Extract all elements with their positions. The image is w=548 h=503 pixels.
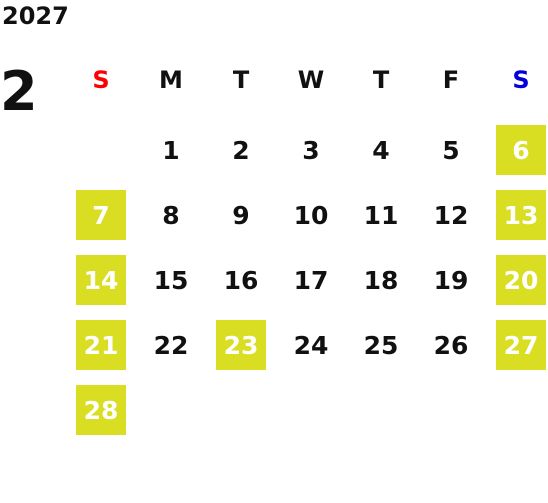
- day-cell: 17: [276, 251, 346, 316]
- day-cell: 22: [136, 316, 206, 381]
- day-cell: 4: [346, 121, 416, 186]
- day-cell: 20: [486, 251, 548, 316]
- day-number: 21: [76, 320, 126, 370]
- day-cell: 21: [66, 316, 136, 381]
- day-cell: 1: [136, 121, 206, 186]
- weekday-header-fri: F: [442, 66, 460, 94]
- day-number: 16: [223, 265, 259, 295]
- day-cell: [276, 381, 346, 446]
- day-cell: 14: [66, 251, 136, 316]
- day-number: 17: [293, 265, 329, 295]
- day-cell: 24: [276, 316, 346, 381]
- day-cell: 18: [346, 251, 416, 316]
- weekday-header-mon: M: [159, 66, 183, 94]
- day-cell: 9: [206, 186, 276, 251]
- day-number: 24: [293, 330, 329, 360]
- day-cell: [66, 121, 136, 186]
- day-cell: 11: [346, 186, 416, 251]
- day-number: 4: [372, 135, 390, 165]
- day-cell: 6: [486, 121, 548, 186]
- day-cell: [346, 381, 416, 446]
- day-cell: 8: [136, 186, 206, 251]
- day-number: 7: [76, 190, 126, 240]
- day-number: 20: [496, 255, 546, 305]
- weekday-header-sun: S: [92, 66, 110, 94]
- weekday-header-sat: S: [512, 66, 530, 94]
- day-number: 13: [496, 190, 546, 240]
- day-cell: 15: [136, 251, 206, 316]
- day-number: 5: [442, 135, 460, 165]
- day-cell: [486, 381, 548, 446]
- year-label: 2027: [2, 2, 69, 30]
- day-cell: 16: [206, 251, 276, 316]
- day-number: 12: [433, 200, 469, 230]
- day-number: 15: [153, 265, 189, 295]
- day-cell: 7: [66, 186, 136, 251]
- day-cell: 10: [276, 186, 346, 251]
- day-number: 8: [162, 200, 180, 230]
- day-cell: 12: [416, 186, 486, 251]
- weekday-header-thu: T: [372, 66, 390, 94]
- day-cell: 2: [206, 121, 276, 186]
- day-number: 11: [363, 200, 399, 230]
- month-number: 2: [0, 60, 38, 123]
- day-number: 27: [496, 320, 546, 370]
- day-number: 25: [363, 330, 399, 360]
- day-number: 6: [496, 125, 546, 175]
- day-cell: 13: [486, 186, 548, 251]
- day-cell: 5: [416, 121, 486, 186]
- day-cell: [206, 381, 276, 446]
- calendar-grid: S M T W T F S 1 2 3 4 5 6 7 8 9 10 11 12…: [66, 56, 548, 446]
- day-cell: 23: [206, 316, 276, 381]
- day-number: 23: [216, 320, 266, 370]
- day-number: 28: [76, 385, 126, 435]
- day-number: 9: [232, 200, 250, 230]
- day-number: 14: [76, 255, 126, 305]
- day-cell: 27: [486, 316, 548, 381]
- day-number: 3: [302, 135, 320, 165]
- day-number: 2: [232, 135, 250, 165]
- day-cell: 28: [66, 381, 136, 446]
- day-number: 22: [153, 330, 189, 360]
- day-number: 19: [433, 265, 469, 295]
- day-cell: 3: [276, 121, 346, 186]
- day-cell: 19: [416, 251, 486, 316]
- day-number: 26: [433, 330, 469, 360]
- day-cell: 25: [346, 316, 416, 381]
- day-number: 10: [293, 200, 329, 230]
- day-number: 1: [162, 135, 180, 165]
- day-cell: 26: [416, 316, 486, 381]
- weekday-header-wed: W: [297, 66, 325, 94]
- weekday-header-tue: T: [232, 66, 250, 94]
- day-number: 18: [363, 265, 399, 295]
- day-cell: [416, 381, 486, 446]
- day-cell: [136, 381, 206, 446]
